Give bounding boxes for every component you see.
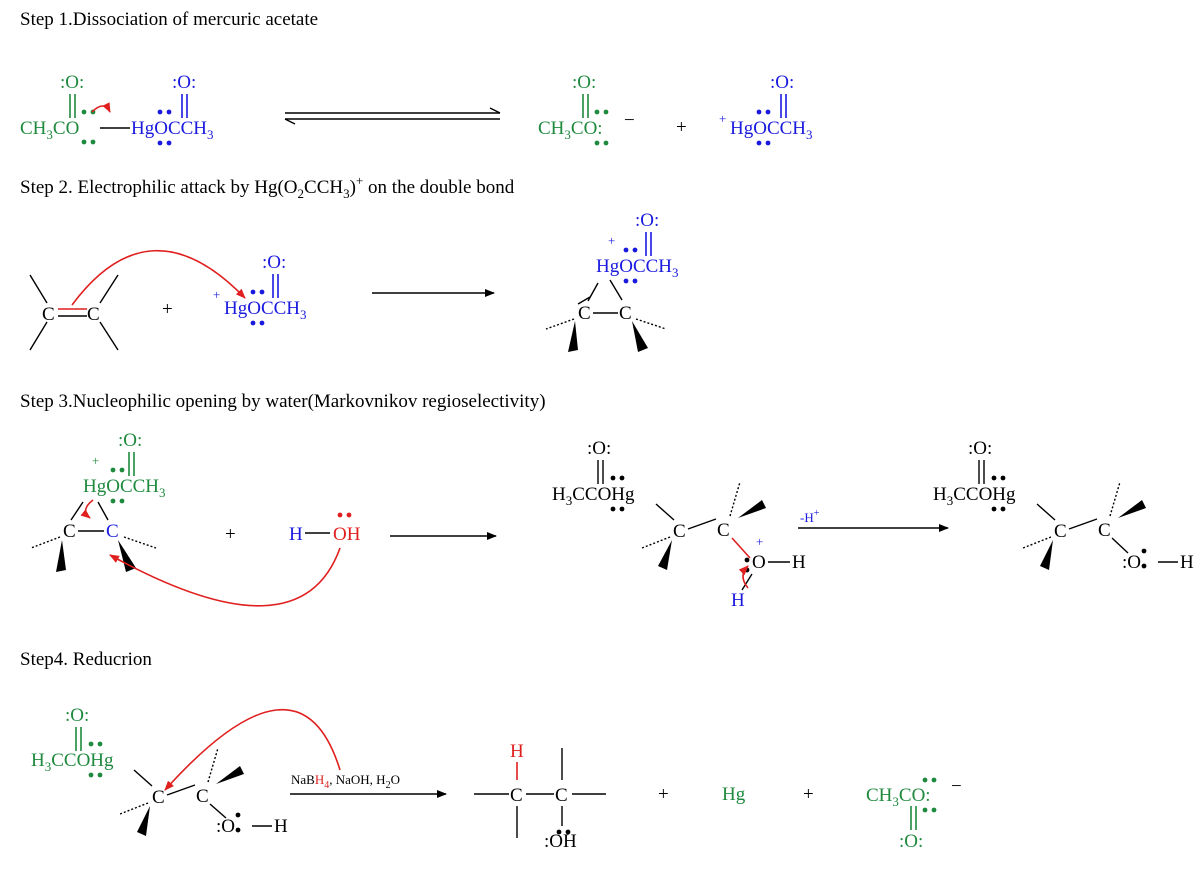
svg-text::O:: :O:	[899, 831, 923, 852]
svg-text:C: C	[106, 521, 119, 542]
mercurinium-ion-step3: + :O: HgOCCH3 C C	[30, 430, 166, 572]
svg-text::O:: :O:	[262, 252, 286, 273]
organomercury-alcohol: :O: H3CCOHg C C :O H	[933, 438, 1194, 573]
svg-text:H: H	[510, 741, 524, 762]
svg-text::O:: :O:	[635, 210, 659, 231]
hg-acetate-cation-step2: + :O: HgOCCH3	[213, 252, 307, 326]
svg-text:C: C	[196, 786, 209, 807]
mercurinium-ion-step2: + :O: HgOCCH3 C C	[545, 210, 679, 352]
mercury-metal: Hg	[722, 784, 746, 805]
svg-text:HgOCCH3: HgOCCH3	[730, 118, 813, 142]
svg-text:C: C	[717, 520, 730, 541]
svg-text:HgOCCH3: HgOCCH3	[224, 298, 307, 322]
svg-text:CH3CO:: CH3CO:	[538, 118, 603, 142]
svg-text:H: H	[289, 524, 303, 545]
svg-text:C: C	[673, 521, 686, 542]
acetate-anion-step1: :O: CH3CO: −	[538, 72, 635, 146]
plus-step4-a: +	[658, 784, 669, 805]
plus-step4-b: +	[803, 784, 814, 805]
svg-text:CH3CO:: CH3CO:	[866, 785, 931, 809]
svg-text:H: H	[731, 590, 745, 611]
hydride-attack-arrow	[164, 708, 341, 791]
hg-acetate-blue: :O: HgOCCH3	[131, 72, 214, 146]
deprotonation-arrow	[738, 565, 749, 589]
plus-step2: +	[162, 299, 173, 320]
svg-text:H: H	[274, 816, 288, 837]
electrophilic-attack-arrow	[71, 249, 246, 306]
svg-text::O:: :O:	[572, 72, 596, 93]
hg-c-bond-arrow	[80, 499, 94, 519]
step2-title: Step 2. Electrophilic attack by Hg(O2CCH…	[20, 173, 515, 201]
svg-text:C: C	[578, 303, 591, 324]
svg-text:OH: OH	[333, 524, 361, 545]
deprotonation-label: -H+	[800, 508, 820, 525]
svg-text:HgOCCH3: HgOCCH3	[596, 256, 679, 280]
svg-text:+: +	[213, 287, 220, 302]
svg-text:C: C	[1098, 520, 1111, 541]
svg-text:H3CCOHg: H3CCOHg	[552, 484, 635, 508]
svg-text:−: −	[624, 110, 635, 131]
plus-step3: +	[225, 524, 236, 545]
step4-title: Step4. Reducrion	[20, 649, 152, 670]
svg-text:C: C	[152, 787, 165, 808]
svg-text::O:: :O:	[968, 438, 992, 459]
hg-acetate-cation-step1: + :O: HgOCCH3	[719, 72, 813, 146]
svg-text:O: O	[752, 552, 766, 573]
mercuric-acetate: :O: CH3CO	[20, 72, 96, 145]
svg-text:C: C	[42, 304, 55, 325]
dissociation-arrow	[91, 102, 111, 113]
alkene: C C	[29, 274, 119, 351]
svg-text::O:: :O:	[118, 430, 142, 451]
reduction-reagents: NaBH4, NaOH, H2O	[291, 772, 400, 791]
carbonyl-o-left: :O:	[60, 72, 84, 93]
svg-text:H3CCOHg: H3CCOHg	[933, 484, 1016, 508]
hg-oacetyl-left: HgOCCH3	[131, 118, 214, 142]
svg-text:C: C	[1054, 521, 1067, 542]
svg-text:C: C	[510, 785, 523, 806]
svg-text:HgOCCH3: HgOCCH3	[83, 476, 166, 500]
svg-text:C: C	[63, 521, 76, 542]
svg-text:C: C	[87, 304, 100, 325]
nucleophilic-attack-arrow	[109, 547, 341, 607]
svg-text:+: +	[92, 453, 99, 468]
svg-text:H: H	[1180, 552, 1194, 573]
plus-step1: +	[676, 117, 687, 138]
svg-text:C: C	[555, 785, 568, 806]
step3-title: Step 3.Nucleophilic opening by water(Mar…	[20, 391, 546, 412]
svg-text:C: C	[619, 303, 632, 324]
organomercury-reactant: :O: H3CCOHg C C :O H	[31, 705, 288, 837]
svg-text:H3CCOHg: H3CCOHg	[31, 750, 114, 774]
svg-text:−: −	[951, 776, 962, 797]
acetate-anion-step4: CH3CO: − :O:	[866, 776, 962, 852]
svg-text::O:: :O:	[65, 705, 89, 726]
svg-text::OH: :OH	[544, 831, 577, 852]
svg-text::O: :O	[1122, 552, 1141, 573]
step1-title: Step 1.Dissociation of mercuric acetate	[20, 9, 318, 30]
svg-text:H: H	[792, 552, 806, 573]
oxonium-intermediate: :O: H3CCOHg C C + O H H	[552, 438, 806, 611]
svg-text:+: +	[756, 534, 763, 549]
svg-text:+: +	[608, 233, 615, 248]
acetyl-ch-left: CH3CO	[20, 118, 79, 142]
svg-text::O:: :O:	[587, 438, 611, 459]
svg-text:+: +	[719, 111, 726, 126]
alcohol-product: H C C :OH	[474, 741, 606, 852]
svg-text::O: :O	[216, 816, 235, 837]
svg-text::O:: :O:	[770, 72, 794, 93]
water: H OH	[289, 512, 361, 545]
carbonyl-o-blue: :O:	[172, 72, 196, 93]
